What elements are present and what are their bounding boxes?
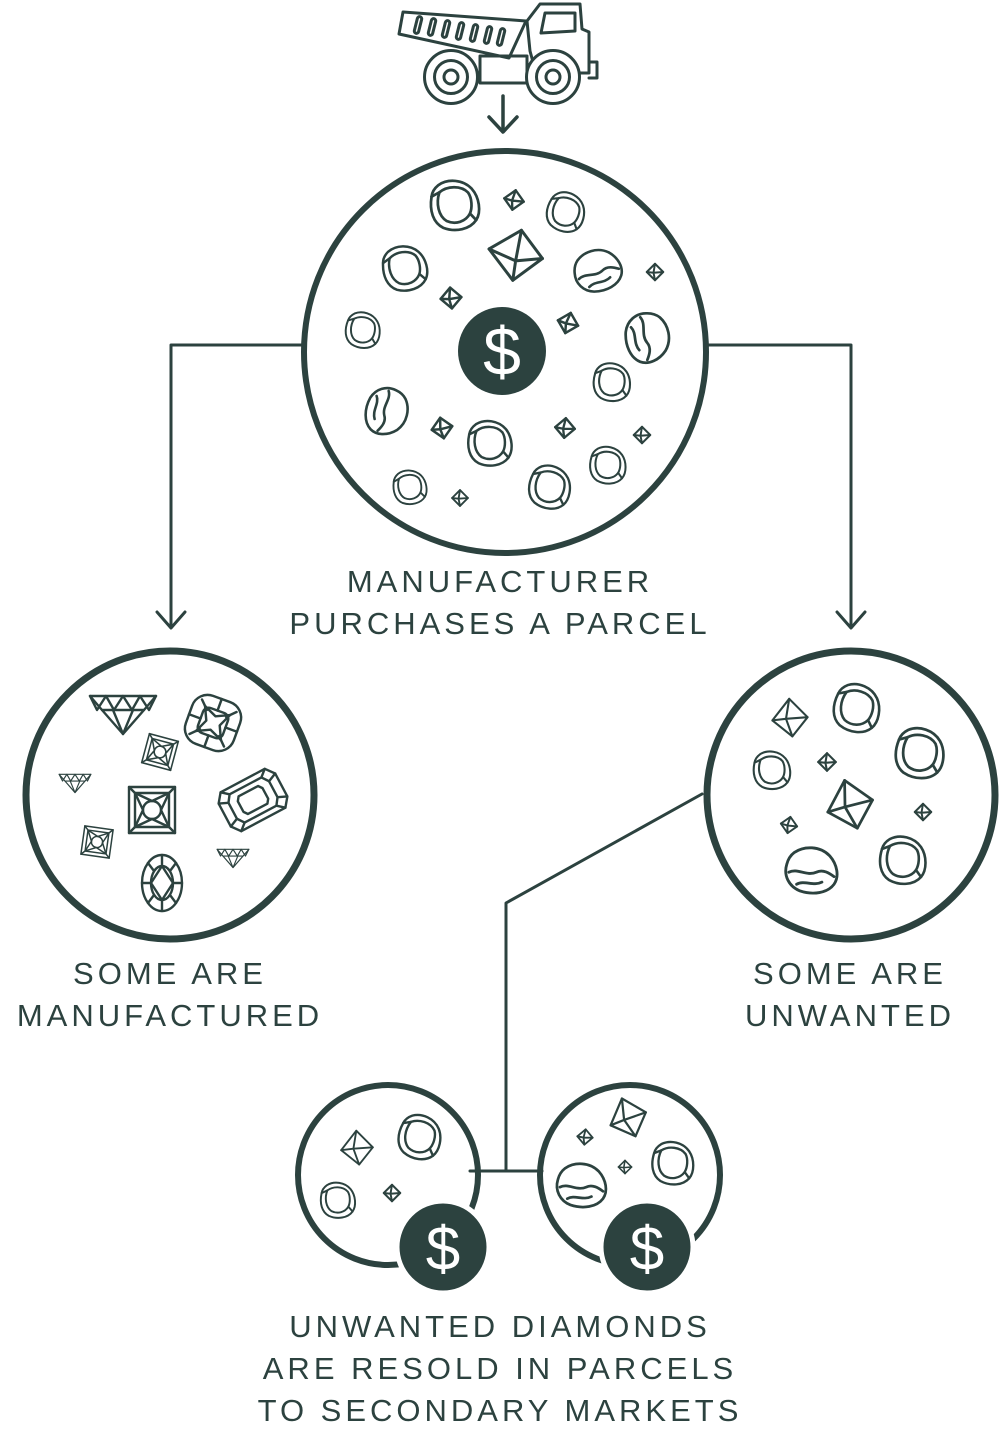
branch-right-arrow [705,343,867,630]
caption-line: TO SECONDARY MARKETS [257,1393,743,1428]
rough-diamond-icon [771,697,809,738]
caption-line: PURCHASES A PARCEL [289,606,711,641]
dollar-symbol: $ [426,1215,460,1284]
dollar-symbol: $ [483,314,521,390]
dollar-badge: $ [458,307,546,395]
unwanted-circle [703,647,999,943]
rough-diamond-icon [438,285,464,311]
rough-diamond-icon [501,187,527,213]
rough-diamond-icon [592,362,632,403]
rough-diamond-icon [382,1183,402,1203]
cut-diamond-icon [127,785,177,835]
rough-diamond-icon [343,310,383,351]
rough-diamond-icon [428,414,456,442]
rough-diamond-icon [524,461,575,513]
rough-diamond-icon [778,814,800,836]
rough-diamond-icon [828,679,885,737]
rough-diamond-icon [618,306,677,369]
parcel-circle: $ [301,148,709,556]
caption-line: UNWANTED [745,998,955,1033]
resold-caption: UNWANTED DIAMONDS ARE RESOLD IN PARCELS … [200,1306,800,1432]
cut-diamond-icon [58,773,92,794]
rough-diamond-icon [603,1092,653,1143]
resold-circle-2: $ [537,1082,723,1296]
rough-diamond-icon [361,383,413,440]
cut-diamond-icon [216,848,250,869]
dump-truck-icon [397,2,599,105]
cut-diamond-icon [179,689,247,757]
rough-diamond-icon [393,1110,446,1164]
rough-diamond-icon [553,308,583,338]
rough-diamond-icon [821,774,879,835]
rough-diamond-icon [878,835,927,886]
caption-line: SOME ARE [753,956,947,991]
manufactured-caption: SOME ARE MANUFACTURED [0,953,340,1037]
rough-diamond-icon [555,1162,608,1209]
dollar-symbol: $ [630,1215,664,1284]
caption-line: UNWANTED DIAMONDS [289,1309,711,1344]
parcel-caption: MANUFACTURER PURCHASES A PARCEL [150,561,850,645]
rough-diamond-icon [318,1180,358,1221]
rough-diamond-icon [913,802,933,822]
rough-diamond-icon [784,846,839,895]
rough-diamond-icon [651,1140,695,1186]
cut-diamond-icon [88,694,158,736]
rough-diamond-icon [751,748,793,792]
unwanted-caption: SOME ARE UNWANTED [700,953,1000,1037]
cut-diamond-icon [140,732,180,772]
rough-diamond-icon [481,221,550,288]
caption-line: MANUFACTURED [16,998,324,1033]
rough-diamond-icon [617,1159,633,1175]
rough-diamond-icon [645,262,665,282]
branch-left-arrow [155,343,305,630]
rough-diamond-icon [817,752,837,772]
resold-circle-1: $ [295,1082,492,1296]
rough-diamond-icon [465,417,515,469]
caption-line: SOME ARE [73,956,267,991]
dollar-badge: $ [598,1198,696,1296]
rough-diamond-icon [575,1127,595,1147]
rough-diamond-icon [376,239,433,297]
rough-diamond-icon [892,725,948,782]
manufactured-circle [22,647,318,943]
rough-diamond-icon [589,445,627,485]
rough-diamond-icon [632,425,652,445]
rough-diamond-icon [426,176,484,235]
cut-diamond-icon [80,825,114,859]
rough-diamond-icon [340,1129,374,1166]
rough-diamond-icon [389,466,430,508]
cut-diamond-icon [140,853,184,913]
rough-diamond-icon [553,416,577,440]
rough-diamond-icon [567,241,628,300]
resold-connector-line [468,792,704,1173]
caption-line: ARE RESOLD IN PARCELS [262,1351,738,1386]
rough-diamond-icon [451,489,469,507]
rough-diamond-icon [541,187,590,237]
cut-diamond-icon [213,764,293,836]
caption-line: MANUFACTURER [346,564,654,599]
dollar-badge: $ [394,1198,492,1296]
down-arrow-icon [487,94,519,134]
